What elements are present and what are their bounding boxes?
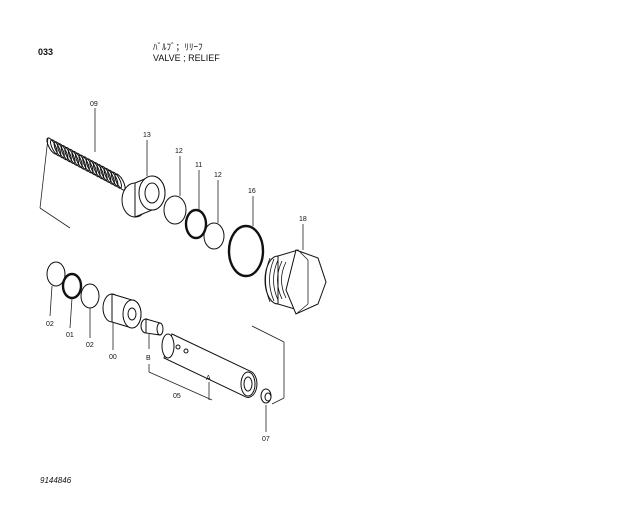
plug-thread-line [265,257,271,303]
part-backup-ring-02-left [46,261,66,287]
part-o-ring-01 [61,272,83,300]
page-number: 033 [38,47,54,57]
callout-02-right: 02 [86,342,94,349]
plug-thread-line [273,259,279,301]
part-backup-ring-12-lower [203,222,225,250]
callout-07: 07 [262,436,270,443]
callout-18: 18 [299,216,307,223]
part-poppet-00 [102,293,142,329]
callout-09: 09 [90,101,98,108]
plug-thread-line [269,258,275,302]
part-seat-13 [121,175,166,218]
part-spring-09 [39,137,126,229]
title-japanese: ﾊﾞﾙﾌﾞ；ﾘﾘｰﾌ [153,42,203,52]
callout-12-lower: 12 [214,172,222,179]
callout-12-upper: 12 [175,148,183,155]
title-english: VALVE ; RELIEF [153,53,220,63]
part-o-ring-11 [184,208,208,240]
part-small-plug-07 [260,388,272,404]
callout-13: 13 [143,132,151,139]
plug-thread-line [277,260,283,300]
part-plug-18 [264,249,327,315]
callout-b: B [146,355,151,362]
part-sleeve-a [161,333,258,398]
callout-05: 05 [173,393,181,400]
plug-thread-line [281,261,287,299]
document-code: 9144846 [40,476,72,485]
part-backup-ring-02-right [80,283,100,309]
callout-01: 01 [66,332,74,339]
part-pin-b [140,318,164,336]
callout-02-left: 02 [46,321,54,328]
leader-lines [49,108,304,432]
part-backup-ring-12-upper [163,195,187,225]
callout-00: 00 [109,354,117,361]
callout-11: 11 [195,162,202,169]
part-o-ring-16 [227,224,265,278]
callout-a: A [206,375,211,382]
callout-16: 16 [248,188,256,195]
